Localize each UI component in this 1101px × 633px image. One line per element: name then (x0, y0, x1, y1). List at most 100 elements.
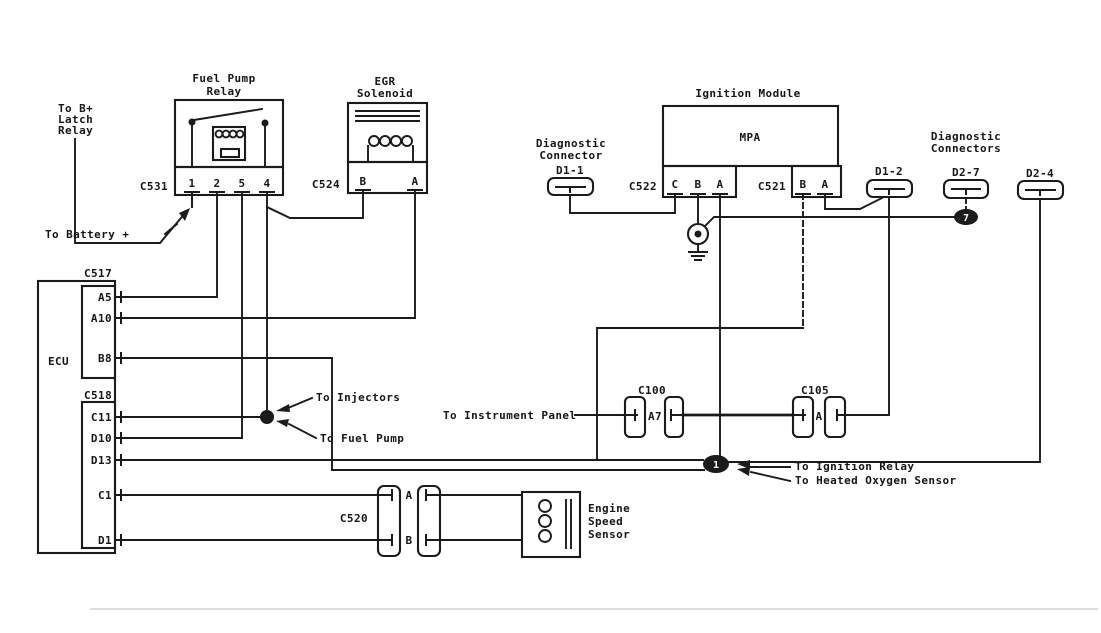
ecu-pin-c11: C11 (91, 411, 112, 424)
ignition-module-box (661, 104, 840, 168)
c520-pin-ticks (377, 489, 441, 546)
c105-label: C105 (801, 384, 829, 397)
egr-title-1: EGR (374, 75, 395, 88)
ecu-pin-b8: B8 (98, 352, 112, 365)
wire-d1-2-to-c105 (844, 196, 890, 416)
d1-1-label: D1-1 (556, 164, 584, 177)
diag-right-title-2: Connectors (931, 142, 1001, 155)
ecu-label: ECU (48, 355, 69, 368)
egr-coil-leads (367, 145, 414, 163)
label-b-latch-2: Latch (58, 113, 93, 126)
ground-symbol (686, 222, 710, 261)
egr-title-2: Solenoid (357, 87, 413, 100)
c100-left-half (623, 395, 647, 439)
c100-pin-a7: A7 (648, 410, 662, 423)
relay-pin-ticks (184, 191, 275, 208)
label-to-injectors: To Injectors (316, 391, 400, 404)
fuel-pump-relay-title-1: Fuel Pump (192, 72, 255, 85)
connector-c520: C520 A B (340, 484, 442, 558)
c521-connector-box (790, 164, 843, 199)
label-to-heated-o2: To Heated Oxygen Sensor (795, 474, 957, 487)
ecu-pin-c1: C1 (98, 489, 112, 502)
wire-pin4-to-c11-splice (114, 191, 268, 418)
d1-1-pin (555, 186, 586, 193)
diagnostic-connectors-right: Diagnostic Connectors D1-2 D2-7 D2-4 (865, 130, 1065, 201)
sensor-title-2: Speed (588, 515, 623, 528)
c520-right-half (416, 484, 442, 558)
splice-1-oval (703, 455, 729, 473)
wire-pin2-to-a5 (114, 191, 218, 298)
wire-labels: To B+ Latch Relay To Battery + To Inject… (45, 102, 957, 487)
ecu-pin-a5: A5 (98, 291, 112, 304)
arrow-to-heated-o2 (737, 467, 750, 476)
ignition-module-inner-label: MPA (739, 131, 760, 144)
leader-to-injectors (286, 396, 314, 410)
egr-connector-label: C524 (312, 178, 340, 191)
egr-connector-box (346, 160, 429, 195)
relay-pin-2: 2 (213, 177, 220, 190)
label-to-battery: To Battery + (45, 228, 129, 241)
wire-pin4-to-egr-b (265, 189, 364, 219)
sensor-core-lines (565, 499, 572, 549)
relay-contact-arm (192, 107, 264, 122)
sensor-title-1: Engine (588, 502, 630, 515)
label-to-instrument-panel: To Instrument Panel (443, 409, 576, 422)
c100-label: C100 (638, 384, 666, 397)
ground-hatch (688, 251, 708, 261)
d2-7-box (942, 178, 990, 200)
leader-to-heated-o2 (749, 470, 792, 483)
diagnostic-connector-d1-1: Diagnostic Connector D1-1 (536, 137, 606, 197)
wire-ground-to-splice7 (703, 216, 955, 228)
relay-pin-4: 4 (263, 177, 270, 190)
c521-label: C521 (758, 180, 786, 193)
egr-solenoid: EGR Solenoid C524 B A (312, 75, 429, 195)
wire-egr-a-to-a10 (114, 189, 416, 319)
c105-left-half (791, 395, 815, 439)
d1-1-box (546, 176, 595, 197)
egr-coil-winding (368, 135, 413, 147)
d2-7-label: D2-7 (952, 166, 980, 179)
diag-left-title-1: Diagnostic (536, 137, 606, 150)
ecu: C517 C518 ECU A5 A10 B8 C11 D10 D13 C1 D… (36, 267, 117, 555)
ecu-c517-label: C517 (84, 267, 112, 280)
splice-7-label: 7 (963, 213, 969, 224)
splice-7-oval (954, 209, 978, 225)
relay-contact-right (261, 119, 269, 127)
relay-pin-5: 5 (238, 177, 245, 190)
wire-c521a-to-d1-2 (824, 193, 884, 210)
sensor-coil (538, 499, 552, 543)
relay-internals (188, 107, 269, 168)
ground-dot (694, 230, 702, 238)
d2-4-box (1016, 179, 1065, 201)
engine-speed-sensor: Engine Speed Sensor (520, 490, 630, 559)
sensor-title-3: Sensor (588, 528, 630, 541)
wires (74, 138, 1041, 546)
ecu-pin-d1: D1 (98, 534, 112, 547)
diag-left-title-2: Connector (539, 149, 602, 162)
c522-pin-b: B (694, 178, 701, 191)
sensor-box (520, 490, 582, 559)
relay-pin-1: 1 (188, 177, 195, 190)
ecu-pin-a10: A10 (91, 312, 112, 325)
relay-connector-label: C531 (140, 180, 168, 193)
leader-to-fuel-pump (287, 422, 318, 440)
wire-d1-1-to-c522c (569, 193, 676, 214)
ecu-c518-label: C518 (84, 389, 112, 402)
d1-2-pin (874, 188, 905, 195)
wire-splice-to-d2-4 (728, 198, 1041, 463)
label-to-fuel-pump: To Fuel Pump (320, 432, 404, 445)
label-to-ignition-relay: To Ignition Relay (795, 460, 914, 473)
egr-pin-a: A (411, 175, 418, 188)
egr-internals (355, 110, 420, 163)
egr-core-lines (355, 110, 420, 122)
c520-left-half (376, 484, 402, 558)
relay-contact-leads (191, 125, 266, 168)
d2-7-pin (951, 188, 981, 195)
d2-4-label: D2-4 (1026, 167, 1054, 180)
fuel-pump-relay: Fuel Pump Relay C531 1 2 5 4 (140, 72, 285, 208)
arrow-to-injectors (276, 404, 290, 412)
relay-coil-winding (214, 129, 245, 139)
c105-pin-a: A (815, 410, 822, 423)
